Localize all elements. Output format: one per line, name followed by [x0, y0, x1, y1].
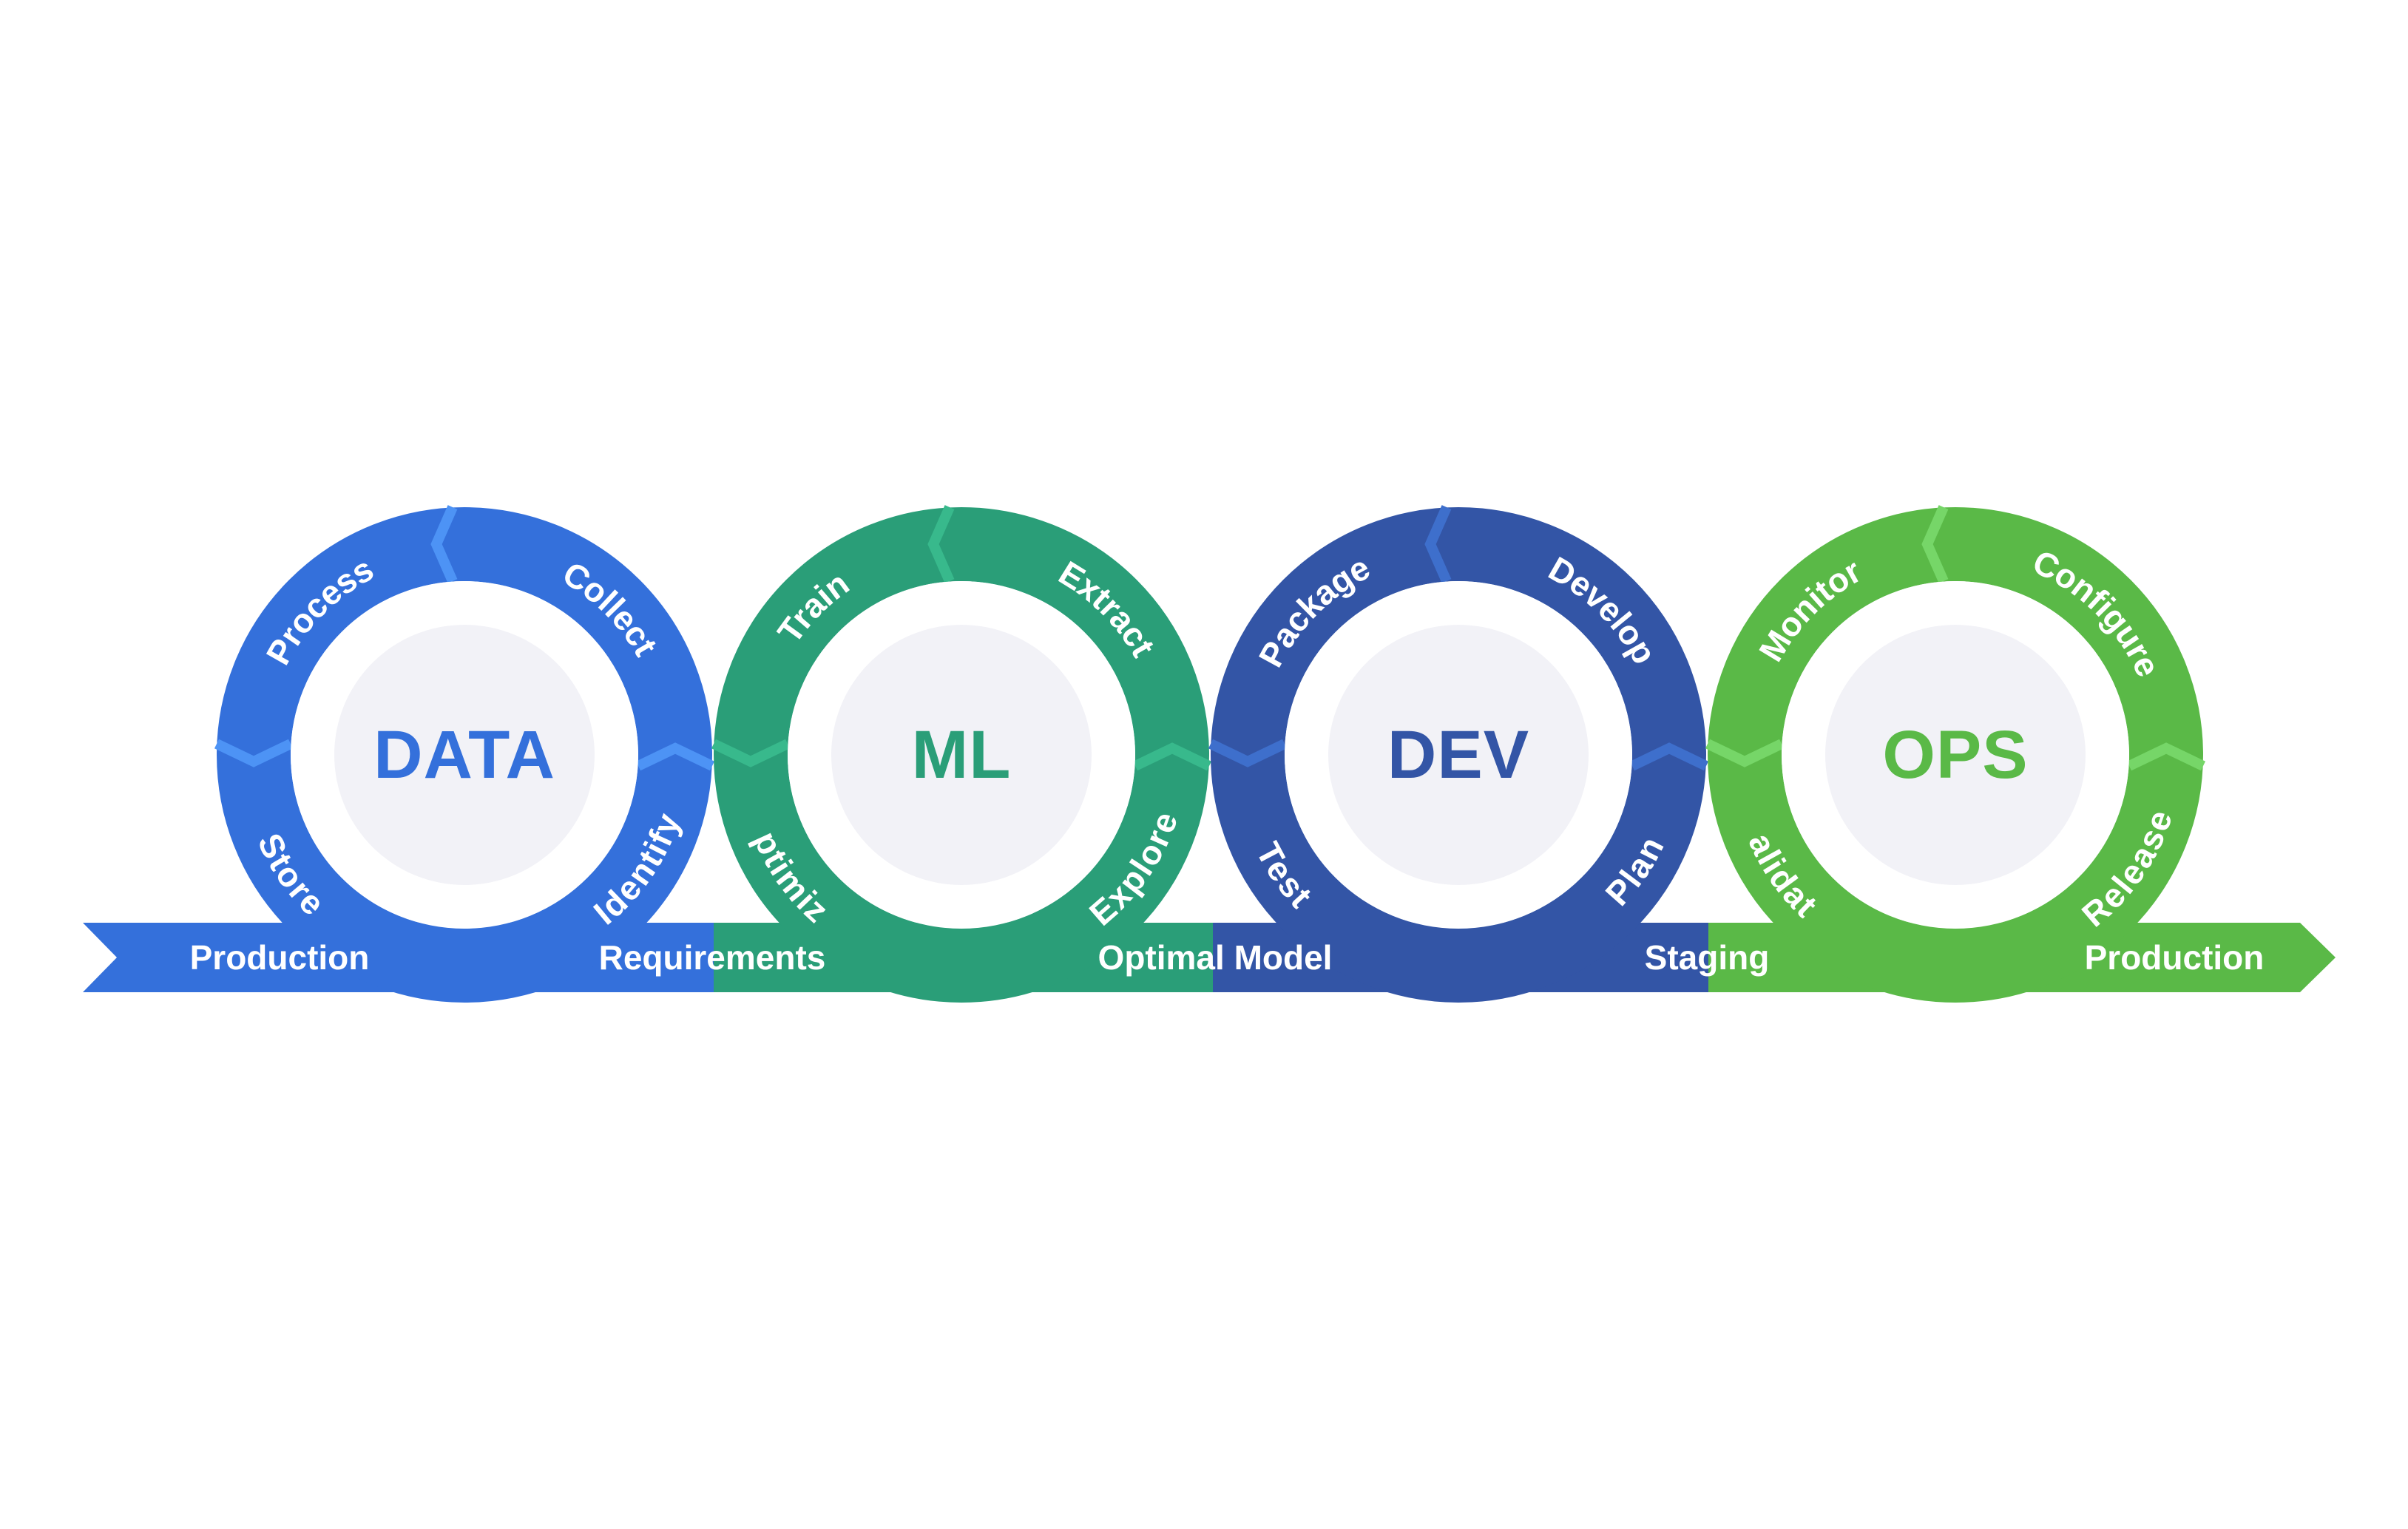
flow-label-production-start: Production [190, 938, 370, 977]
flow-label-production-end: Production [2085, 938, 2265, 977]
flow-labels: Production Requirements Optimal Model St… [190, 938, 2265, 977]
ring-chevron-ops-left [1705, 739, 1785, 767]
ring-chevron-data-top [430, 505, 458, 583]
ring-ops [1708, 507, 2203, 1003]
flow-label-requirements: Requirements [599, 938, 826, 977]
ring-chevron-ml-right [1132, 742, 1212, 771]
ring-chevron-ml-left [711, 739, 791, 767]
center-disc-data [334, 625, 595, 885]
stage-data: DATA Process Collect Store Identify [214, 505, 715, 1003]
flow-label-optimal-model: Optimal Model [1098, 938, 1333, 977]
ring-chevron-data-right [635, 742, 715, 771]
center-title-ml: ML [912, 717, 1012, 793]
ring-chevron-dev-top [1424, 505, 1452, 583]
ring-dev [1211, 507, 1706, 1003]
center-title-data: DATA [373, 717, 555, 793]
center-disc-ml [831, 625, 1092, 885]
ring-data [217, 507, 712, 1003]
center-disc-dev [1328, 625, 1589, 885]
center-disc-ops [1825, 625, 2086, 885]
ring-chevron-ops-right [2126, 742, 2206, 771]
ring-chevron-data-left [214, 739, 294, 767]
stage-dev: DEV Package Develop Test Plan [1208, 505, 1709, 1003]
ring-ml [714, 507, 1209, 1003]
ring-chevron-ml-top [927, 505, 955, 583]
ring-chevron-dev-left [1208, 739, 1288, 767]
center-title-ops: OPS [1882, 717, 2028, 793]
ring-chevron-ops-top [1921, 505, 1949, 583]
flow-label-staging: Staging [1645, 938, 1770, 977]
ring-chevron-dev-right [1629, 742, 1709, 771]
center-title-dev: DEV [1387, 717, 1529, 793]
